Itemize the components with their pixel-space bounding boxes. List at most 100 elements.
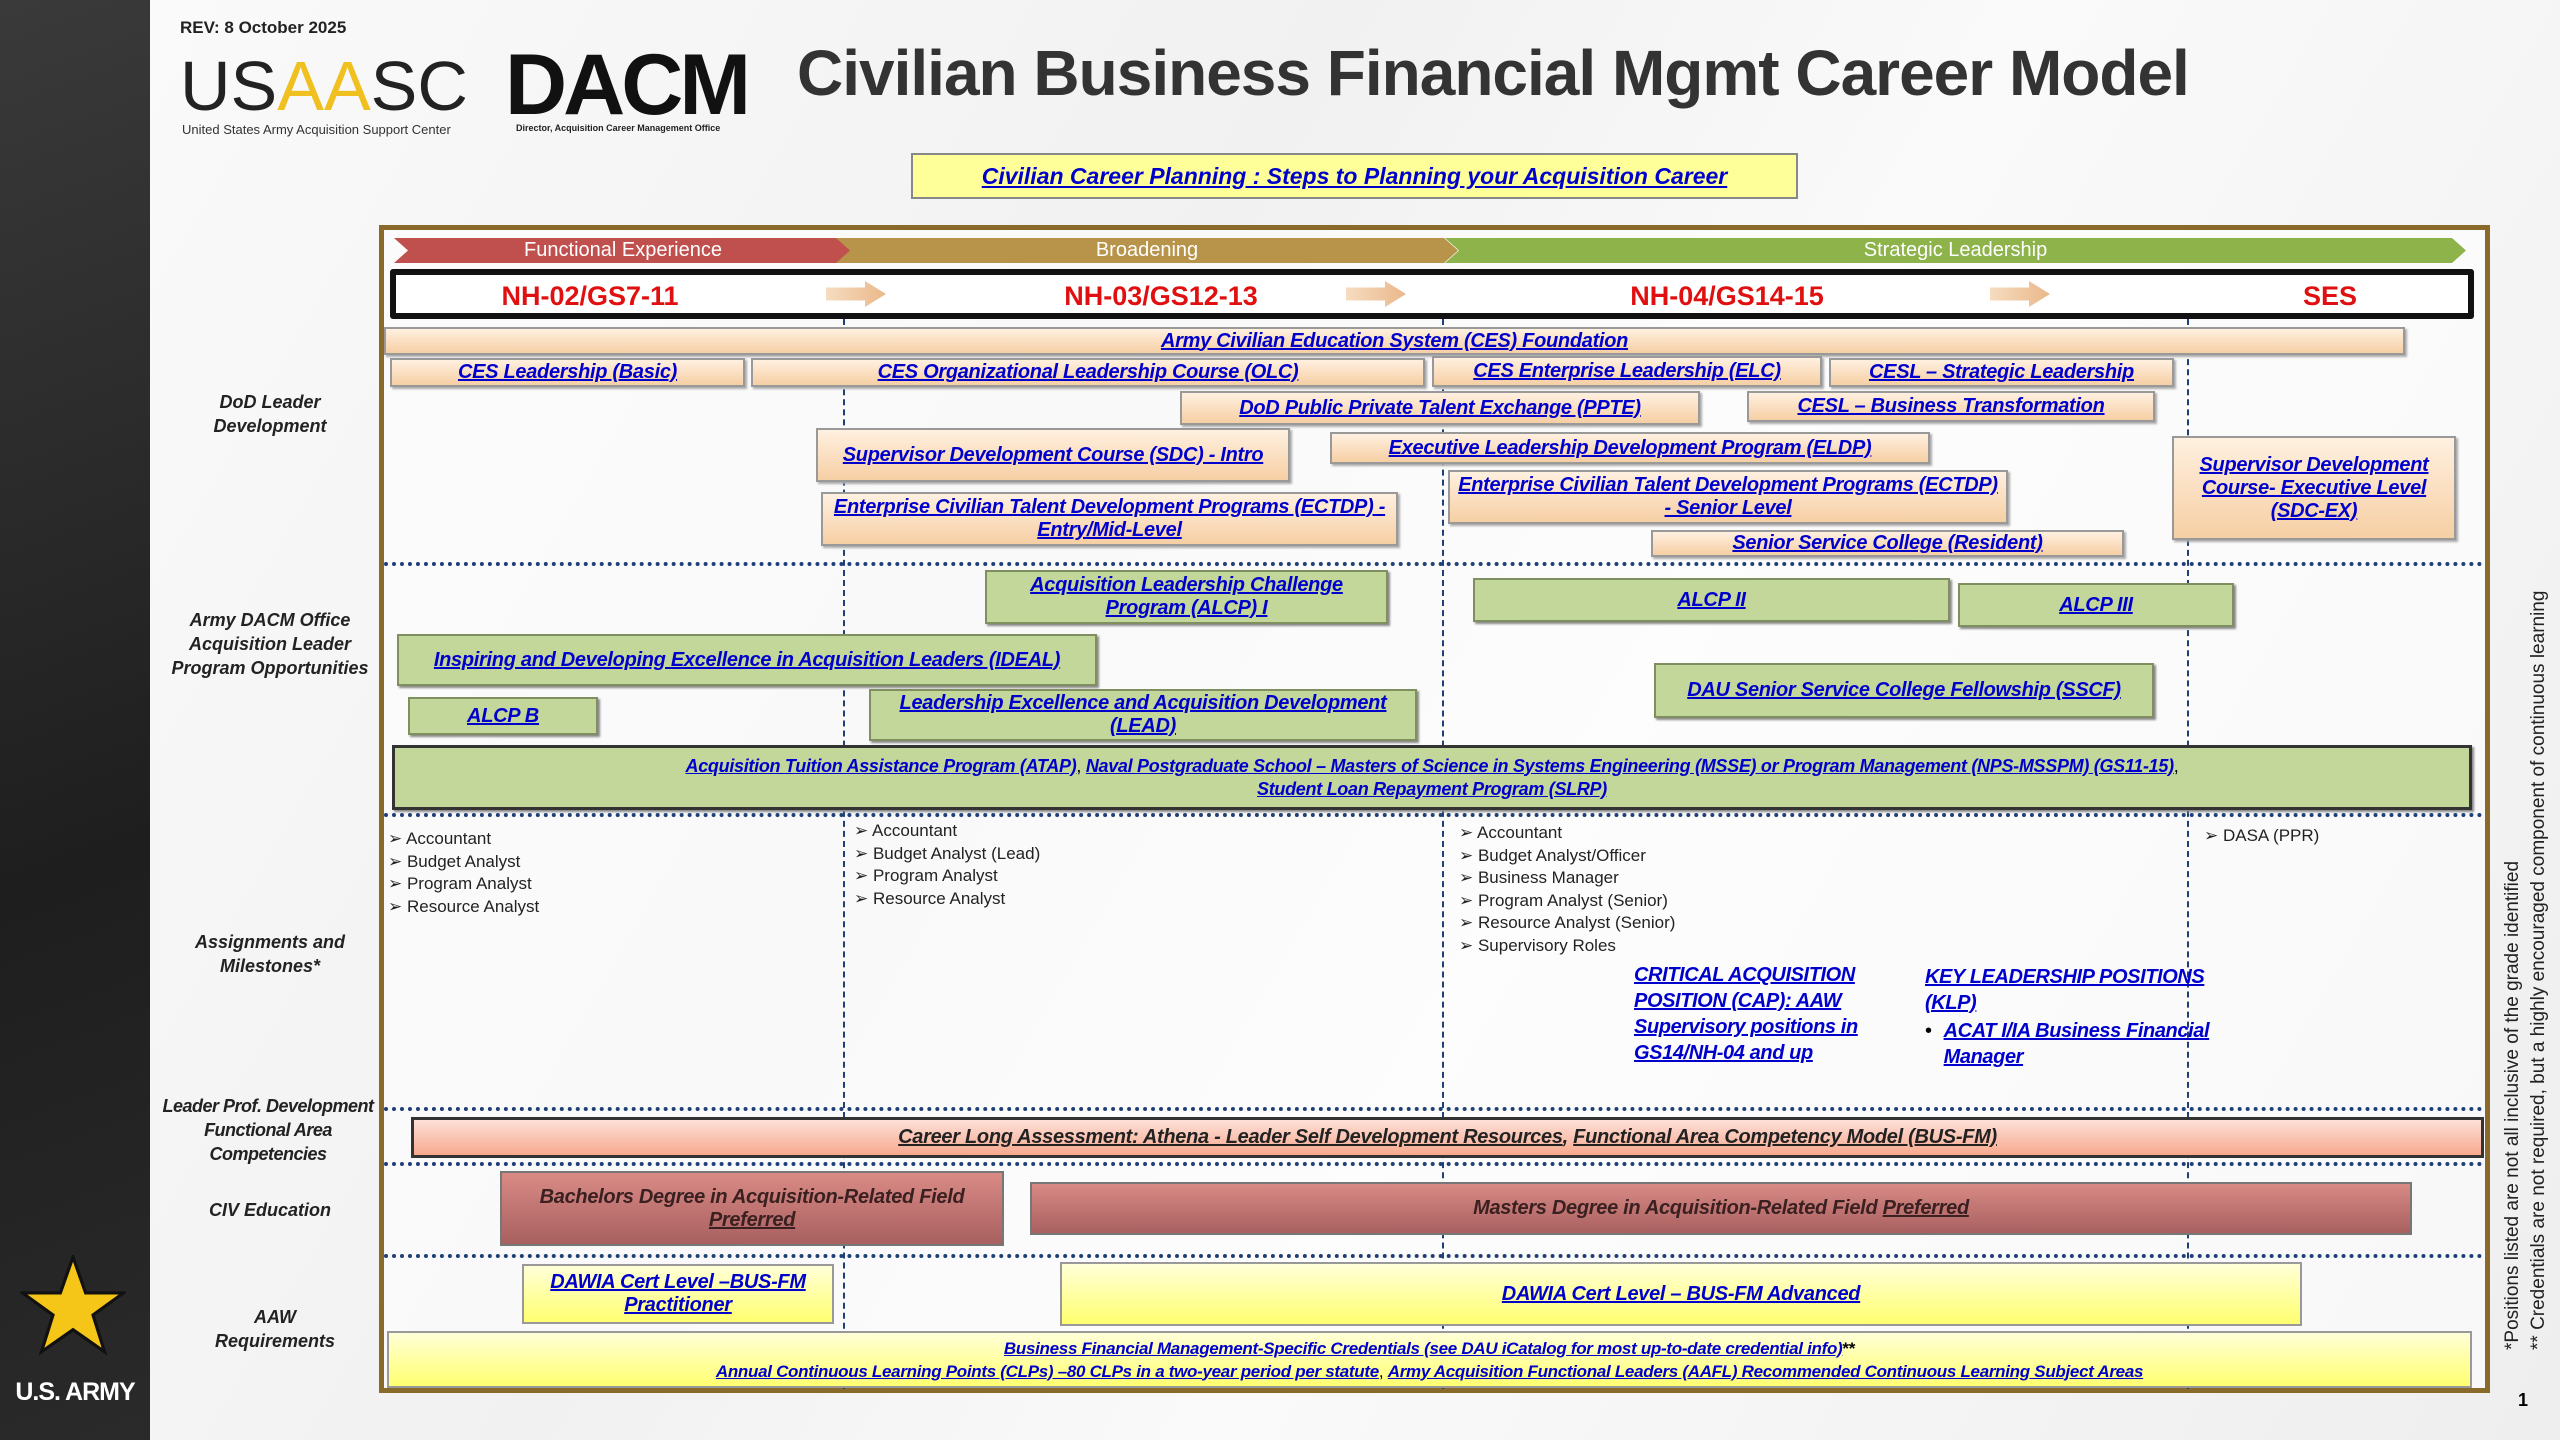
sscf-box[interactable]: DAU Senior Service College Fellowship (S… [1654, 663, 2154, 718]
list-item: Budget Analyst [388, 851, 539, 874]
eldp-box[interactable]: Executive Leadership Development Program… [1330, 432, 1930, 464]
dawia-advanced-box[interactable]: DAWIA Cert Level – BUS-FM Advanced [1060, 1262, 2302, 1326]
page-number: 1 [2518, 1390, 2529, 1410]
olc-box[interactable]: CES Organizational Leadership Course (OL… [751, 358, 1425, 387]
list-item: Business Manager [1459, 867, 1675, 890]
list-item: Resource Analyst [388, 896, 539, 919]
separator: , [1076, 755, 1086, 776]
sdc-ex-link[interactable]: Supervisor Development Course- Executive… [2199, 453, 2429, 522]
alcp2-box[interactable]: ALCP II [1473, 578, 1950, 622]
ideal-box[interactable]: Inspiring and Developing Excellence in A… [397, 634, 1097, 686]
eldp-link[interactable]: Executive Leadership Development Program… [1388, 436, 1872, 459]
ssc-resident-link[interactable]: Senior Service College (Resident) [1732, 532, 2043, 554]
dacm-subtitle: Director, Acquisition Career Management … [516, 123, 721, 133]
assignments-col1: AccountantBudget AnalystProgram AnalystR… [388, 828, 539, 918]
ectdp-senior-link[interactable]: Enterprise Civilian Talent Development P… [1458, 474, 1998, 519]
bachelors-degree-box: Bachelors Degree in Acquisition-Related … [500, 1171, 1004, 1246]
alcp1-link[interactable]: Acquisition Leadership Challenge Program… [1030, 574, 1343, 619]
grade-bar [390, 269, 2474, 319]
sdc-intro-box[interactable]: Supervisor Development Course (SDC) - In… [816, 428, 1290, 482]
page-title: Civilian Business Financial Mgmt Career … [797, 37, 2190, 109]
list-item: Program Analyst [388, 873, 539, 896]
slrp-link[interactable]: Student Loan Repayment Program (SLRP) [1257, 778, 1607, 799]
preferred-label: Preferred [708, 1208, 796, 1231]
ces-foundation-link[interactable]: Army Civilian Education System (CES) Fou… [1160, 329, 1629, 352]
column-divider [2187, 319, 2189, 1389]
ces-foundation-box[interactable]: Army Civilian Education System (CES) Fou… [384, 327, 2405, 355]
cesl-strategic-link[interactable]: CESL – Strategic Leadership [1869, 361, 2134, 383]
separator: , [1562, 1126, 1574, 1148]
klp-link[interactable]: KEY LEADERSHIP POSITIONS (KLP) [1925, 966, 2205, 1014]
cesl-bt-link[interactable]: CESL – Business Transformation [1797, 395, 2105, 417]
ectdp-entry-box[interactable]: Enterprise Civilian Talent Development P… [821, 492, 1398, 546]
usaasc-subtitle: United States Army Acquisition Support C… [182, 122, 451, 137]
alcp1-box[interactable]: Acquisition Leadership Challenge Program… [985, 570, 1388, 624]
lead-box[interactable]: Leadership Excellence and Acquisition De… [869, 689, 1417, 741]
bachelors-text: Bachelors Degree in Acquisition-Related … [539, 1185, 965, 1208]
alcpb-box[interactable]: ALCP B [408, 697, 598, 735]
credentials-box: Business Financial Management-Specific C… [387, 1331, 2472, 1388]
clp-link[interactable]: Annual Continuous Learning Points (CLPs)… [715, 1361, 1379, 1381]
bullet-icon: • [1925, 1020, 1932, 1042]
list-item: Resource Analyst (Senior) [1459, 912, 1675, 935]
ideal-link[interactable]: Inspiring and Developing Excellence in A… [433, 648, 1061, 671]
footnote-positions: *Positions listed are not all inclusive … [2502, 860, 2523, 1350]
career-planning-box[interactable]: Civilian Career Planning : Steps to Plan… [911, 153, 1798, 199]
list-item: Program Analyst (Senior) [1459, 890, 1675, 913]
alcp3-link[interactable]: ALCP III [2059, 593, 2133, 616]
footnote-credentials: ** Credentials are not required, but a h… [2528, 590, 2549, 1350]
ppte-link[interactable]: DoD Public Private Talent Exchange (PPTE… [1239, 396, 1641, 419]
competency-model-link[interactable]: Functional Area Competency Model (BUS-FM… [1573, 1126, 1997, 1148]
list-item: Accountant [1459, 822, 1675, 845]
assignments-col4: DASA (PPR) [2204, 825, 2319, 848]
career-long-assessment-box: Career Long Assessment: Athena - Leader … [411, 1117, 2484, 1158]
olc-link[interactable]: CES Organizational Leadership Course (OL… [877, 361, 1299, 383]
elc-link[interactable]: CES Enterprise Leadership (ELC) [1473, 360, 1781, 382]
army-star-icon [20, 1255, 126, 1355]
ppte-box[interactable]: DoD Public Private Talent Exchange (PPTE… [1180, 391, 1700, 425]
ces-basic-link[interactable]: CES Leadership (Basic) [457, 361, 678, 383]
list-item: Budget Analyst/Officer [1459, 845, 1675, 868]
ectdp-entry-link[interactable]: Enterprise Civilian Talent Development P… [833, 496, 1386, 541]
row-divider [384, 1162, 2484, 1166]
nps-link[interactable]: Naval Postgraduate School – Masters of S… [1085, 755, 2174, 776]
cap-link[interactable]: CRITICAL ACQUISITION POSITION (CAP): AAW… [1634, 964, 1858, 1064]
row-label-dacm: Army DACM Office Acquisition Leader Prog… [171, 610, 369, 678]
preferred-label: Preferred [1882, 1197, 1970, 1219]
lead-link[interactable]: Leadership Excellence and Acquisition De… [899, 692, 1387, 737]
cesl-bt-box[interactable]: CESL – Business Transformation [1747, 391, 2155, 422]
elc-box[interactable]: CES Enterprise Leadership (ELC) [1432, 356, 1822, 387]
cesl-strategic-box[interactable]: CESL – Strategic Leadership [1829, 358, 2174, 387]
assignments-col3: AccountantBudget Analyst/OfficerBusiness… [1459, 822, 1675, 957]
list-item: Resource Analyst [854, 888, 1040, 911]
grade-nh03: NH-03/GS12-13 [1064, 281, 1258, 311]
sdc-intro-link[interactable]: Supervisor Development Course (SDC) - In… [842, 443, 1264, 466]
masters-text: Masters Degree in Acquisition-Related Fi… [1473, 1197, 1883, 1219]
footnotes: *Positions listed are not all inclusive … [2500, 591, 2552, 1350]
sscf-link[interactable]: DAU Senior Service College Fellowship (S… [1687, 679, 2121, 701]
ectdp-senior-box[interactable]: Enterprise Civilian Talent Development P… [1448, 470, 2008, 524]
grade-ses: SES [2302, 281, 2358, 311]
atap-link[interactable]: Acquisition Tuition Assistance Program (… [685, 755, 1077, 776]
grade-nh02: NH-02/GS7-11 [501, 281, 679, 311]
career-planning-link[interactable]: Civilian Career Planning : Steps to Plan… [981, 162, 1728, 189]
dawia-advanced-link[interactable]: DAWIA Cert Level – BUS-FM Advanced [1501, 1282, 1861, 1305]
alcp2-link[interactable]: ALCP II [1677, 588, 1746, 611]
ssc-resident-box[interactable]: Senior Service College (Resident) [1651, 530, 2124, 557]
acat-link[interactable]: ACAT I/IA Business Financial Manager [1943, 1020, 2210, 1068]
sdc-ex-box[interactable]: Supervisor Development Course- Executive… [2172, 436, 2456, 540]
athena-link[interactable]: Career Long Assessment: Athena - Leader … [898, 1126, 1563, 1148]
ces-basic-box[interactable]: CES Leadership (Basic) [390, 358, 745, 387]
usaasc-logo: USAASC [180, 47, 468, 125]
list-item: Budget Analyst (Lead) [854, 843, 1040, 866]
dawia-practitioner-box[interactable]: DAWIA Cert Level –BUS-FM Practitioner [522, 1264, 834, 1324]
phase-broadening: Broadening [836, 238, 1458, 263]
alcp3-box[interactable]: ALCP III [1958, 583, 2234, 627]
aafl-link[interactable]: Army Acquisition Functional Leaders (AAF… [1387, 1361, 2144, 1381]
column-divider [1442, 319, 1444, 1389]
row-label-civ-education: CIV Education [208, 1200, 331, 1220]
dawia-practitioner-link[interactable]: DAWIA Cert Level –BUS-FM Practitioner [550, 1271, 806, 1316]
list-item: Supervisory Roles [1459, 935, 1675, 958]
alcpb-link[interactable]: ALCP B [467, 704, 539, 727]
credentials-link[interactable]: Business Financial Management-Specific C… [1003, 1338, 1843, 1358]
